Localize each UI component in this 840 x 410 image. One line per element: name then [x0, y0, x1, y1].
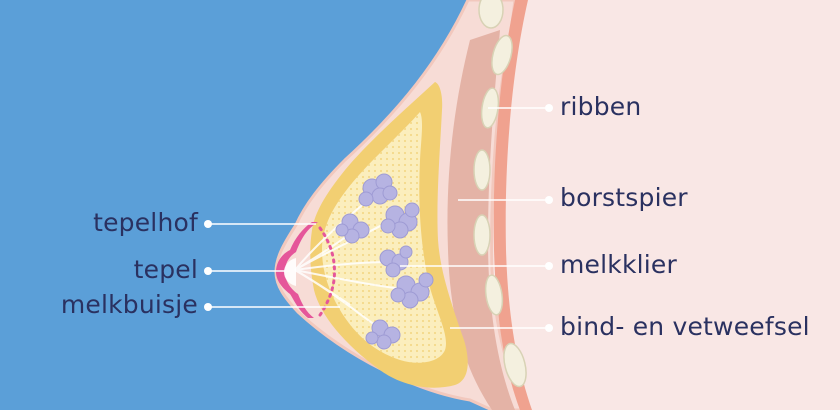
leader-dot-tepel	[204, 267, 212, 275]
label-tepelhof: tepelhof	[93, 208, 198, 237]
rib	[503, 342, 527, 388]
rib	[491, 34, 513, 76]
leader-dot-borstspier	[545, 196, 553, 204]
label-tepel: tepel	[133, 255, 198, 284]
lobule	[335, 213, 370, 244]
lobules	[335, 173, 434, 350]
lobule	[365, 319, 401, 350]
label-melkklier: melkklier	[560, 250, 677, 279]
chest-body	[447, 0, 840, 410]
label-borstspier: borstspier	[560, 183, 688, 212]
rib	[478, 0, 504, 29]
label-ribben: ribben	[560, 92, 642, 121]
leader-dot-melkklier	[545, 262, 553, 270]
rib-band	[493, 0, 532, 410]
ribs	[473, 0, 527, 388]
leader-lines	[204, 104, 553, 332]
label-bind-en-vetweefsel: bind- en vetweefsel	[560, 312, 810, 341]
areola-boundary	[316, 226, 336, 320]
label-melkbuisje: melkbuisje	[60, 290, 198, 319]
leader-dot-bind-vetweefsel	[545, 324, 553, 332]
leader-dot-ribben	[545, 104, 553, 112]
rib	[484, 274, 504, 316]
lobule	[358, 173, 398, 207]
lobule	[380, 202, 420, 239]
leader-dot-melkbuisje	[204, 303, 212, 311]
lobule	[390, 272, 434, 309]
nipple	[284, 258, 296, 286]
milk-duct	[294, 269, 351, 306]
rib	[473, 149, 491, 191]
rib	[473, 214, 491, 256]
leader-dot-tepelhof	[204, 220, 212, 228]
